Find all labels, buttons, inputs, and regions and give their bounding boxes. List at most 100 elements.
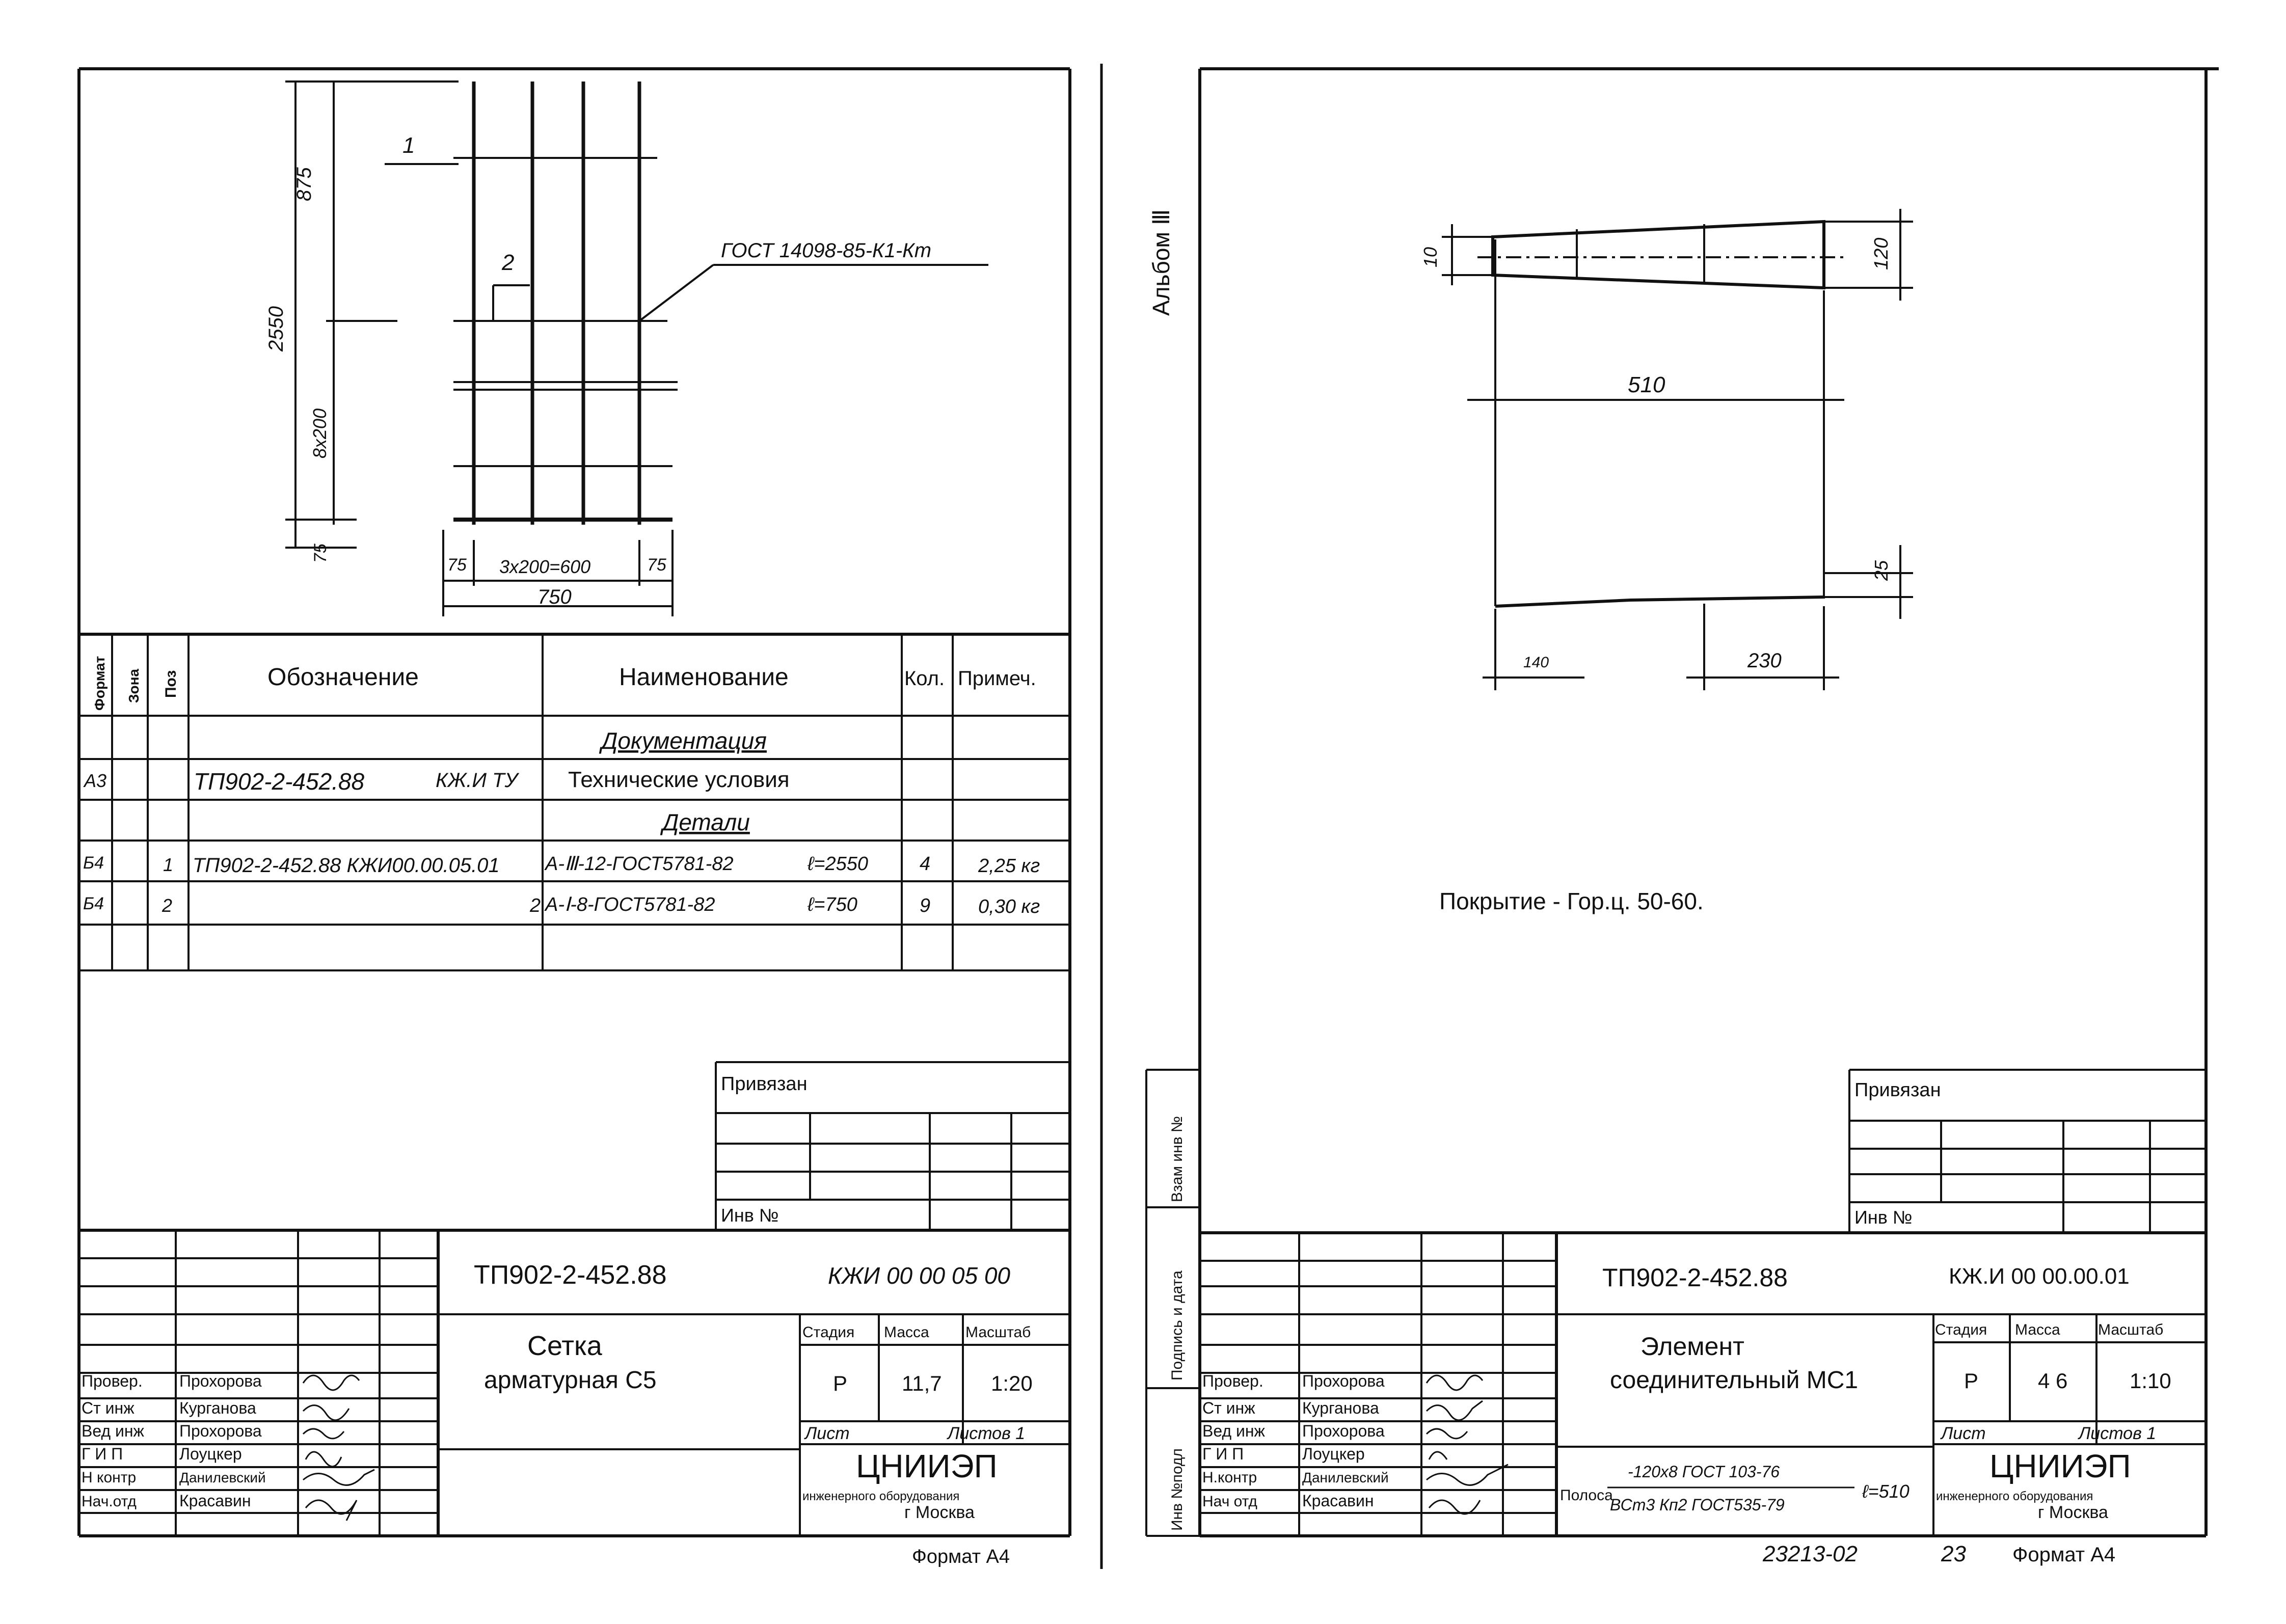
tb-mass: 11,7 xyxy=(902,1371,942,1395)
tb-role-4: Н контр xyxy=(82,1469,136,1486)
left-sheet: 875 2550 8x200 75 1 2 ГОСТ 14098-85-К1-К… xyxy=(77,64,1103,1569)
tb-mass-right: 4 6 xyxy=(2038,1369,2067,1393)
tb-name-2-right: Прохорова xyxy=(1302,1422,1385,1440)
dim-230: 230 xyxy=(1747,649,1782,672)
tb-code-right: КЖ.И 00 00.00.01 xyxy=(1949,1264,2130,1289)
tb-role-4-right: Н.контр xyxy=(1202,1469,1257,1486)
tb-name-5: Красавин xyxy=(179,1492,251,1510)
privyazan-label-right: Привязан xyxy=(1854,1079,1941,1101)
dim-140: 140 xyxy=(1523,654,1549,671)
section-docs: Документация xyxy=(599,727,767,754)
tb-scale: 1:20 xyxy=(991,1371,1033,1395)
tb-stage-right: Р xyxy=(1964,1369,1978,1393)
tb-role-3-right: Г И П xyxy=(1202,1445,1244,1463)
row1-designation: ТП902-2-452.88 КЖИ00.00.05.01 xyxy=(193,854,500,877)
tb-material-prefix: Полоса xyxy=(1560,1487,1613,1504)
tb-stage: Р xyxy=(833,1371,847,1395)
row-tu-suffix: КЖ.И ТУ xyxy=(436,769,520,792)
tb-code: КЖИ 00 00 05 00 xyxy=(828,1262,1010,1289)
dim-120: 120 xyxy=(1871,238,1892,270)
row2-note: 0,30 кг xyxy=(978,896,1040,917)
tb-title-line1: Сетка xyxy=(527,1331,603,1361)
signatures xyxy=(302,1374,375,1521)
tb-name-5-right: Красавин xyxy=(1302,1492,1374,1510)
tb-sheet-label-right: Лист xyxy=(1940,1424,1986,1443)
tb-mass-label-right: Масса xyxy=(2015,1321,2060,1338)
privyazan-label: Привязан xyxy=(721,1073,808,1095)
tb-role-0: Провер. xyxy=(82,1372,143,1390)
row2-pos: 2 xyxy=(162,895,172,916)
spec-table xyxy=(79,633,1070,971)
inv-no-label-right: Инв № xyxy=(1854,1207,1913,1228)
stamp-number: 23213-02 xyxy=(1762,1541,1858,1566)
tb-material-top: -120x8 ГОСТ 103-76 xyxy=(1628,1463,1780,1481)
tb-org-sub1-right: инженерного оборудования xyxy=(1936,1490,2093,1503)
tb-role-2: Вед инж xyxy=(82,1422,145,1440)
tb-stage-label: Стадия xyxy=(802,1324,854,1341)
tb-name-2: Прохорова xyxy=(179,1422,262,1440)
tb-org-right: ЦНИИЭП xyxy=(1989,1448,2131,1484)
tb-org-sub1: инженерного оборудования xyxy=(802,1490,959,1503)
tb-sheets-label-right: Листов 1 xyxy=(2078,1424,2156,1443)
row-tu-designation: ТП902-2-452.88 xyxy=(194,768,365,795)
tb-sheets-label: Листов 1 xyxy=(947,1424,1025,1443)
tb-role-5-right: Нач отд xyxy=(1202,1493,1257,1510)
side-stamp xyxy=(1145,1069,1200,1537)
tb-title-line2-right: соединительный МС1 xyxy=(1610,1367,1858,1394)
row1-name: А-Ⅲ-12-ГОСТ5781-82 xyxy=(544,853,734,875)
tb-name-4: Данилевский xyxy=(179,1470,266,1485)
tb-role-1-right: Ст инж xyxy=(1202,1399,1255,1417)
col-name: Наименование xyxy=(619,664,789,691)
row1-length: ℓ=2550 xyxy=(807,853,868,875)
page-number: 23 xyxy=(1941,1541,1966,1566)
tb-role-0-right: Провер. xyxy=(1202,1372,1263,1390)
col-designation: Обозначение xyxy=(267,664,419,691)
privyazan-stamp-right xyxy=(1848,1069,2206,1233)
dim-75-left: 75 xyxy=(447,555,467,575)
title-block-right xyxy=(1200,1231,2206,1536)
inv-no-label: Инв № xyxy=(721,1205,779,1226)
col-pos: Поз xyxy=(163,670,179,698)
col-qty: Кол. xyxy=(904,667,945,690)
tb-mass-label: Масса xyxy=(884,1324,929,1341)
tb-sheet-label: Лист xyxy=(804,1424,850,1443)
dim-875: 875 xyxy=(293,167,315,201)
tb-name-3: Лоуцкер xyxy=(179,1445,242,1463)
dim-510: 510 xyxy=(1628,372,1665,397)
row2-designation: 2 xyxy=(529,895,541,916)
tb-material-bottom: ВСт3 Кп2 ГОСТ535-79 xyxy=(1610,1496,1785,1514)
tb-stage-label-right: Стадия xyxy=(1935,1321,1987,1338)
tb-scale-label-right: Масштаб xyxy=(2098,1321,2163,1338)
right-sheet: Альбом Ⅲ Взам инв № Подпись и дата Инв №… xyxy=(1145,67,2219,1566)
tb-name-4-right: Данилевский xyxy=(1302,1470,1389,1485)
album-label: Альбом Ⅲ xyxy=(1148,209,1174,316)
row2-name: А-Ⅰ-8-ГОСТ5781-82 xyxy=(544,894,715,915)
tb-role-1: Ст инж xyxy=(82,1399,135,1417)
tb-material-length: ℓ=510 xyxy=(1862,1481,1910,1502)
dim-75-bottom: 75 xyxy=(311,544,330,563)
row2-length: ℓ=750 xyxy=(807,894,857,915)
dim-750: 750 xyxy=(537,586,572,608)
tb-doc-no-right: ТП902-2-452.88 xyxy=(1602,1263,1788,1292)
section-parts: Детали xyxy=(660,809,750,835)
row-tu-name: Технические условия xyxy=(568,767,790,792)
dim-8x200: 8x200 xyxy=(309,409,330,458)
col-note: Примеч. xyxy=(958,667,1036,690)
dim-75-right: 75 xyxy=(647,555,666,575)
pos-2-label: 2 xyxy=(501,250,514,275)
side-label-2: Инв №подл xyxy=(1169,1448,1186,1531)
tb-role-2-right: Вед инж xyxy=(1202,1422,1266,1440)
plate-drawing xyxy=(1442,209,1913,690)
dim-25: 25 xyxy=(1871,560,1892,581)
privyazan-stamp xyxy=(715,1061,1070,1230)
tb-name-0: Прохорова xyxy=(179,1372,262,1390)
tb-doc-no: ТП902-2-452.88 xyxy=(474,1260,667,1290)
row1-note: 2,25 кг xyxy=(978,855,1040,877)
row2-qty: 9 xyxy=(920,895,930,916)
tb-name-1-right: Курганова xyxy=(1302,1399,1379,1417)
tb-title-line1-right: Элемент xyxy=(1640,1332,1744,1361)
coating-note: Покрытие - Гор.ц. 50-60. xyxy=(1439,888,1704,914)
side-label-0: Взам инв № xyxy=(1169,1116,1186,1202)
dim-10: 10 xyxy=(1420,247,1441,267)
